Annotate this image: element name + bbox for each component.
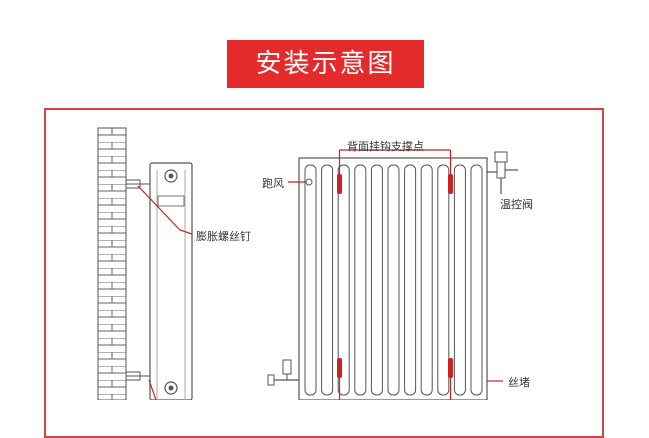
- radiator-column: [370, 164, 383, 396]
- bottom-valve: [267, 359, 299, 386]
- hook-support-markers: [337, 174, 453, 378]
- radiator-column: [453, 164, 466, 396]
- diagram-title: 安装示意图: [255, 49, 396, 79]
- radiator-side-view: [149, 162, 193, 400]
- expansion-screw-leader: [137, 185, 193, 400]
- diagram-title-banner: 安装示意图: [227, 40, 424, 88]
- air-vent: [288, 178, 313, 186]
- label-plug: 丝堵: [508, 376, 530, 389]
- radiator-column: [337, 164, 350, 396]
- radiator-column: [437, 164, 450, 396]
- radiator-column: [420, 164, 433, 396]
- radiator-column: [404, 164, 417, 396]
- label-expansion-screw: 膨胀螺丝钉: [196, 230, 251, 243]
- radiator-front-view: [298, 157, 488, 400]
- wall-bracket-bottom: [125, 371, 150, 381]
- label-hook-points: 背面挂钩支撑点: [347, 140, 424, 153]
- radiator-column: [387, 164, 400, 396]
- radiator-columns: [304, 164, 483, 396]
- hook-points-leader: [338, 149, 452, 400]
- label-air-vent: 跑风: [262, 177, 284, 190]
- wall-bracket-top: [125, 179, 150, 189]
- radiator-column: [304, 164, 317, 396]
- radiator-column: [321, 164, 334, 396]
- brick-wall: [97, 127, 127, 400]
- label-thermostatic-valve: 温控阀: [500, 198, 533, 211]
- thermostatic-valve: [487, 151, 518, 194]
- installation-diagram: [97, 127, 518, 400]
- radiator-column: [470, 164, 483, 396]
- radiator-column: [354, 164, 367, 396]
